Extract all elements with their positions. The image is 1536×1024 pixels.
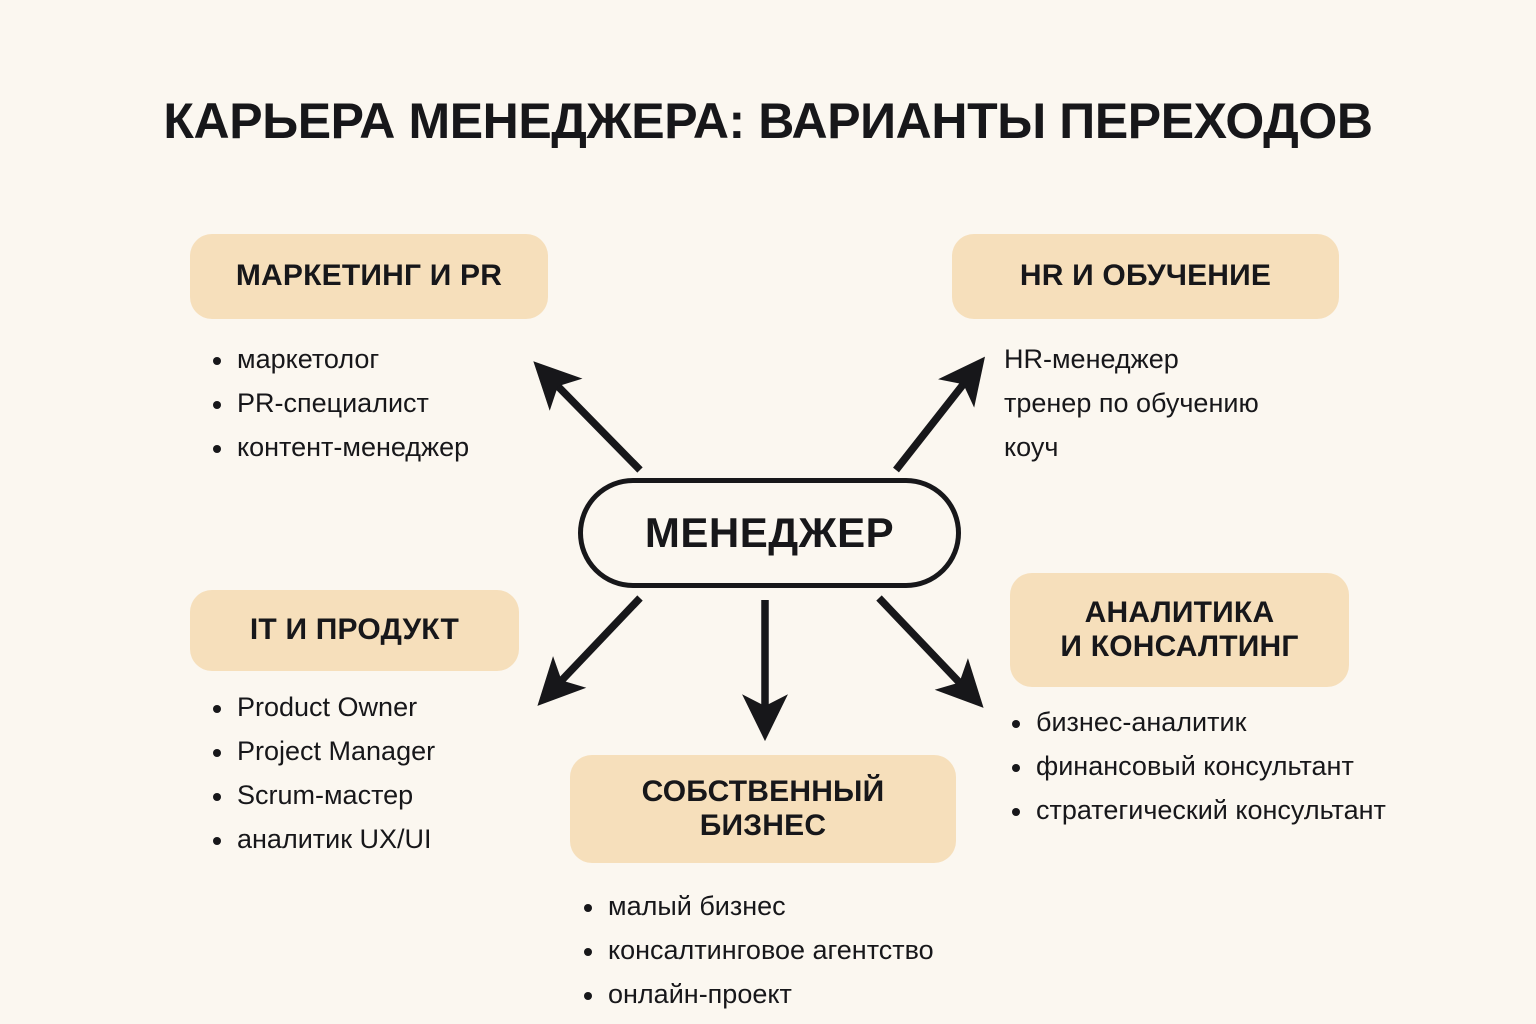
- list-marketing: маркетолог PR-специалист контент-менедже…: [207, 337, 469, 469]
- list-item: контент-менеджер: [207, 425, 469, 469]
- list-item: малый бизнес: [578, 884, 934, 928]
- list-item: аналитик UX/UI: [207, 817, 435, 861]
- list-item: консалтинговое агентство: [578, 928, 934, 972]
- list-item-label: PR-специалист: [237, 388, 429, 418]
- page-title: КАРЬЕРА МЕНЕДЖЕРА: ВАРИАНТЫ ПЕРЕХОДОВ: [163, 93, 1373, 149]
- badge-marketing[interactable]: МАРКЕТИНГ И PR: [190, 234, 548, 319]
- list-analytics: бизнес-аналитик финансовый консультант с…: [1006, 700, 1386, 832]
- list-item: коуч: [1004, 425, 1259, 469]
- list-it: Product Owner Project Manager Scrum-маст…: [207, 685, 435, 861]
- list-hr: HR-менеджер тренер по обучению коуч: [1004, 337, 1259, 469]
- list-item-label: Project Manager: [237, 736, 436, 766]
- list-item-label: консалтинговое агентство: [608, 935, 934, 965]
- list-item: стратегический консультант: [1006, 788, 1386, 832]
- badge-analytics-line1: АНАЛИТИКА: [1084, 595, 1275, 629]
- list-item: Scrum-мастер: [207, 773, 435, 817]
- arrow-to-it: [537, 595, 643, 706]
- badge-business[interactable]: СОБСТВЕННЫЙ БИЗНЕС: [570, 755, 956, 863]
- list-business: малый бизнес консалтинговое агентство он…: [578, 884, 934, 1016]
- badge-marketing-label: МАРКЕТИНГ И PR: [235, 259, 503, 293]
- badge-it[interactable]: IT И ПРОДУКТ: [190, 590, 519, 671]
- center-node-manager[interactable]: МЕНЕДЖЕР: [578, 478, 961, 588]
- badge-analytics[interactable]: АНАЛИТИКА И КОНСАЛТИНГ: [1010, 573, 1349, 687]
- list-item-label: финансовый консультант: [1036, 751, 1354, 781]
- list-item-label: маркетолог: [237, 344, 380, 374]
- list-item: Project Manager: [207, 729, 435, 773]
- list-item-label: коуч: [1004, 432, 1059, 462]
- badge-hr-label: HR И ОБУЧЕНИЕ: [1019, 259, 1272, 293]
- badge-business-line2: БИЗНЕС: [699, 809, 827, 842]
- list-item-label: стратегический консультант: [1036, 795, 1386, 825]
- arrow-to-analytics: [876, 595, 984, 708]
- list-item-label: тренер по обучению: [1004, 388, 1259, 418]
- list-item-label: онлайн-проект: [608, 979, 792, 1009]
- arrow-to-marketing: [533, 361, 643, 473]
- list-item: Product Owner: [207, 685, 435, 729]
- list-item-label: малый бизнес: [608, 891, 786, 921]
- list-item-label: Product Owner: [237, 692, 418, 722]
- badge-hr[interactable]: HR И ОБУЧЕНИЕ: [952, 234, 1339, 319]
- list-item: финансовый консультант: [1006, 744, 1386, 788]
- list-item: тренер по обучению: [1004, 381, 1259, 425]
- list-item: HR-менеджер: [1004, 337, 1259, 381]
- list-item: онлайн-проект: [578, 972, 934, 1016]
- list-item-label: аналитик UX/UI: [237, 824, 432, 854]
- list-item-label: HR-менеджер: [1004, 344, 1179, 374]
- list-item: маркетолог: [207, 337, 469, 381]
- list-item-label: бизнес-аналитик: [1036, 707, 1247, 737]
- list-item: PR-специалист: [207, 381, 469, 425]
- list-item-label: Scrum-мастер: [237, 780, 414, 810]
- list-item: бизнес-аналитик: [1006, 700, 1386, 744]
- center-node-label: МЕНЕДЖЕР: [644, 509, 895, 556]
- badge-analytics-line2: И КОНСАЛТИНГ: [1060, 630, 1299, 663]
- arrow-to-hr: [893, 356, 986, 473]
- badge-business-line1: СОБСТВЕННЫЙ: [641, 774, 885, 808]
- badge-it-label: IT И ПРОДУКТ: [249, 613, 460, 647]
- list-item-label: контент-менеджер: [237, 432, 470, 462]
